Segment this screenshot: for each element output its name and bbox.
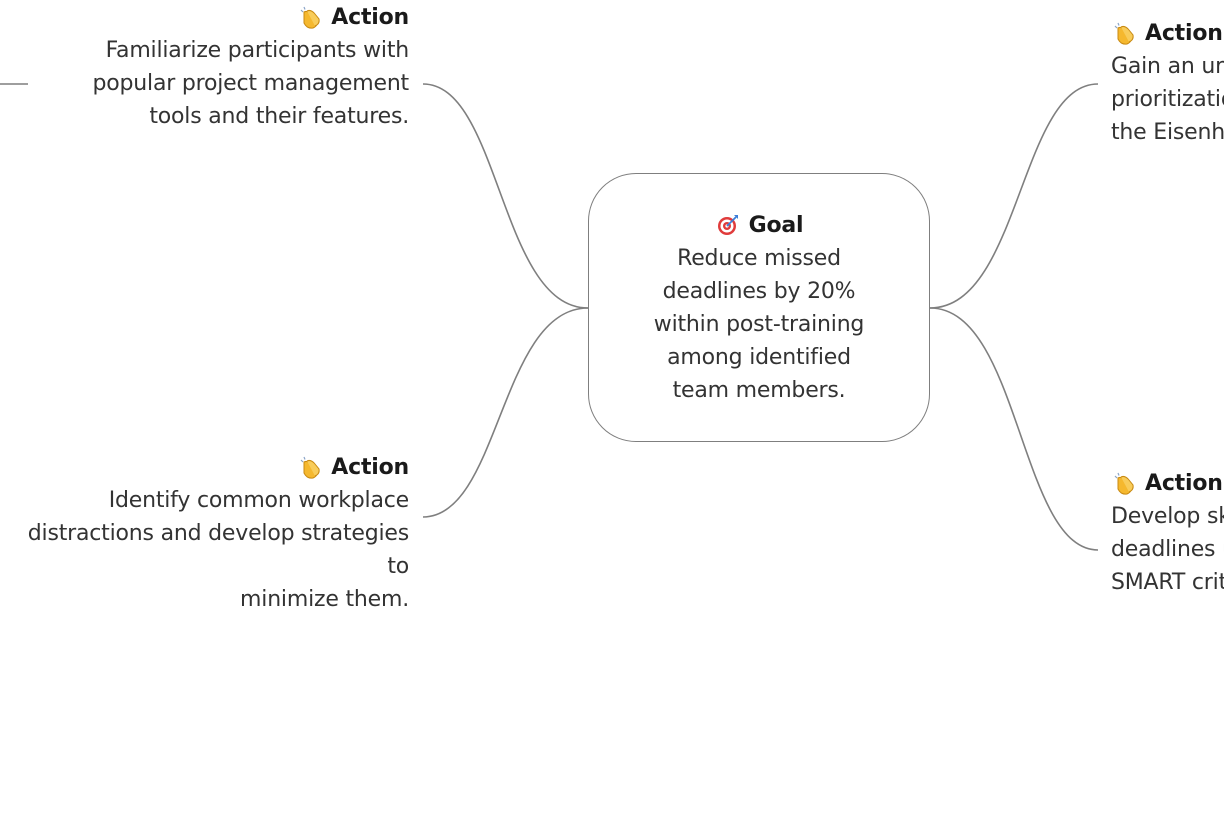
action-line: popular project management xyxy=(92,71,410,96)
goal-line: team members. xyxy=(672,377,846,403)
action-line: Identify common workplace xyxy=(108,488,409,513)
action-line: SMART crit xyxy=(1111,570,1224,595)
clapping-hands-icon xyxy=(297,5,323,31)
action-line: tools and their features. xyxy=(149,104,409,129)
action-description: Develop sk deadlines u SMART crit xyxy=(1111,500,1224,599)
connector-goal-to-action-top-left xyxy=(422,83,589,309)
clapping-hands-icon xyxy=(297,455,323,481)
action-title: Action xyxy=(1145,21,1223,46)
action-node-top-right[interactable]: Action Gain an un prioritizatio the Eise… xyxy=(1111,17,1224,149)
action-line: minimize them. xyxy=(240,587,409,612)
goal-line: Reduce missed xyxy=(677,245,841,271)
action-line: the Eisenh xyxy=(1111,120,1224,145)
target-icon xyxy=(715,212,741,238)
clapping-hands-icon xyxy=(1111,471,1137,497)
action-line: deadlines u xyxy=(1111,537,1224,562)
connector-goal-to-action-bottom-left xyxy=(422,307,589,518)
connector-goal-to-action-top-right xyxy=(929,83,1099,309)
action-line: Develop sk xyxy=(1111,504,1224,529)
goal-title: Goal xyxy=(748,212,804,238)
action-line: distractions and develop strategies to xyxy=(27,521,409,579)
goal-description: Reduce missed deadlines by 20% within po… xyxy=(653,242,865,407)
action-description: Gain an un prioritizatio the Eisenh xyxy=(1111,50,1224,149)
action-description: Familiarize participants with popular pr… xyxy=(93,34,410,133)
clapping-hands-icon xyxy=(1111,21,1137,47)
action-title: Action xyxy=(1145,471,1223,496)
goal-header: Goal xyxy=(715,209,804,242)
action-node-bottom-left[interactable]: Action Identify common workplace distrac… xyxy=(0,451,409,616)
action-node-top-left[interactable]: Action Familiarize participants with pop… xyxy=(93,1,410,133)
goal-node[interactable]: Goal Reduce missed deadlines by 20% with… xyxy=(588,173,930,442)
connector-goal-to-action-bottom-right xyxy=(929,307,1099,551)
action-line: Gain an un xyxy=(1111,54,1224,79)
action-header: Action xyxy=(93,1,409,34)
action-line: Familiarize participants with xyxy=(105,38,410,63)
action-title: Action xyxy=(331,5,409,30)
goal-line: deadlines by 20% xyxy=(662,278,856,304)
action-header: Action xyxy=(1111,467,1224,500)
action-node-bottom-right[interactable]: Action Develop sk deadlines u SMART crit xyxy=(1111,467,1224,599)
action-title: Action xyxy=(331,455,409,480)
goal-line: among identified xyxy=(667,344,851,370)
goal-line: within post-training xyxy=(653,311,865,337)
action-header: Action xyxy=(0,451,409,484)
action-line: prioritizatio xyxy=(1111,87,1224,112)
action-description: Identify common workplace distractions a… xyxy=(0,484,409,616)
action-header: Action xyxy=(1111,17,1224,50)
